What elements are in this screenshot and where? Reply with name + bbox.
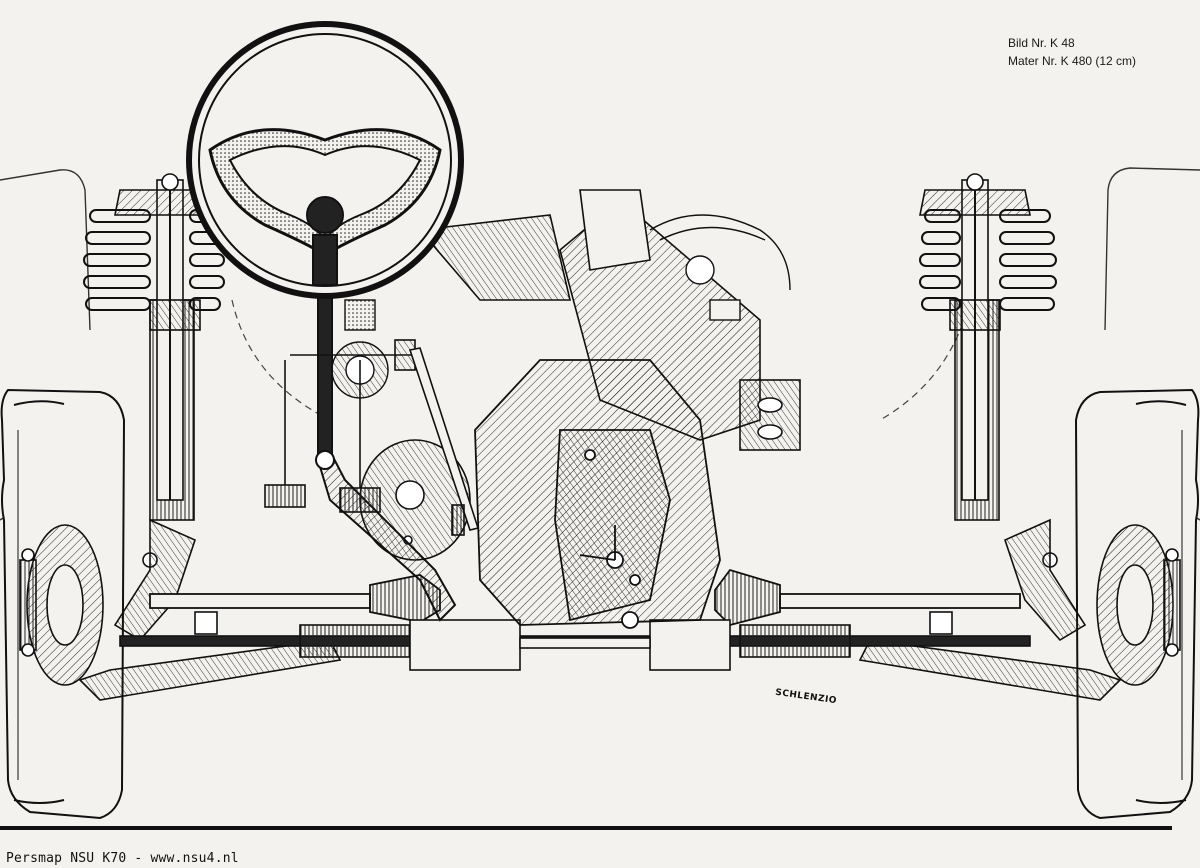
- image-caption: Bild Nr. K 48 Mater Nr. K 480 (12 cm): [1008, 34, 1136, 70]
- engine-gearbox-housing: [474, 359, 721, 629]
- left-suspension-strut: [114, 173, 226, 521]
- steering-rack: [119, 611, 1031, 671]
- caption-matrix-number: Mater Nr. K 480 (12 cm): [1008, 54, 1137, 68]
- footer-source: Persmap NSU K70 - www.nsu4.nl: [6, 851, 239, 866]
- steering-wheel: [186, 21, 464, 299]
- right-drive-shaft: [714, 568, 1021, 627]
- caption-image-number: Bild Nr. K 48: [1008, 36, 1075, 50]
- left-wheel-hub: [19, 524, 158, 686]
- left-coil-spring: [83, 209, 225, 311]
- right-wheel-hub: [1042, 524, 1181, 686]
- right-suspension-strut: [919, 173, 1031, 521]
- left-drive-shaft: [149, 574, 441, 623]
- ignition-distributor: [649, 214, 791, 321]
- cylinder-head: [418, 189, 801, 451]
- pedal-assembly: [264, 339, 480, 536]
- right-coil-spring: [919, 209, 1057, 311]
- right-lower-control-arm: [858, 518, 1122, 701]
